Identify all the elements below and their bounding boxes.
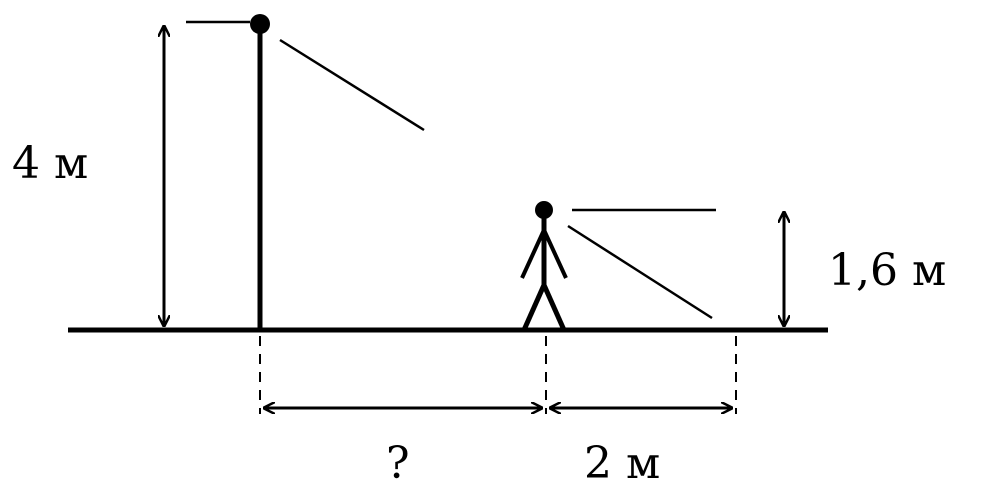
light-ray-person: [567, 224, 713, 320]
unknown-distance-label: ?: [386, 438, 410, 487]
lamp-light: [250, 14, 270, 34]
lamp-height-label: 4 м: [12, 138, 88, 189]
person-height-label: 1,6 м: [828, 245, 946, 296]
light-ray-lamp: [279, 38, 425, 132]
person-figure: [520, 201, 568, 332]
shadow-length-label: 2 м: [584, 438, 660, 487]
